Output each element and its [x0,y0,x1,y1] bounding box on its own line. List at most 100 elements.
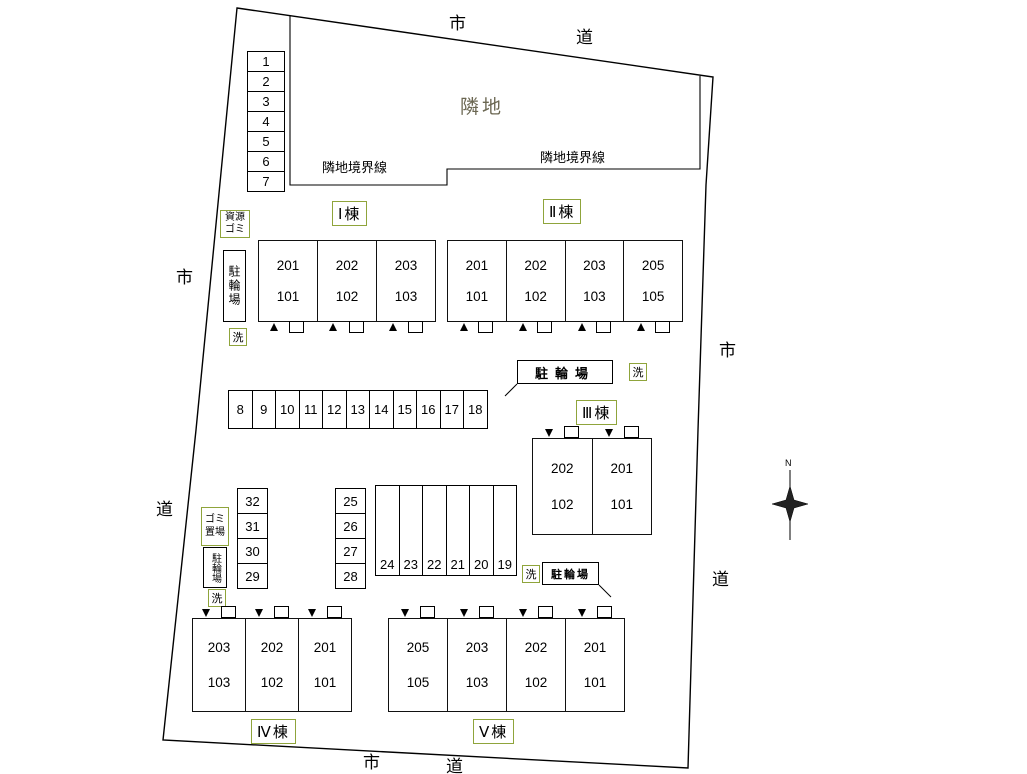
bicycle-parking-label: 駐輪場 [209,552,221,583]
unit-lower-number: 102 [524,675,548,691]
entrance-porch [221,606,236,618]
parking-space-5: 5 [247,131,285,152]
unit-upper-number: 205 [406,639,430,655]
building-IV-label: Ⅳ棟 [251,719,296,744]
parking-space-22: 22 [422,485,447,576]
entrance-porch [655,321,670,333]
road-label-right-shi: 市 [719,341,737,360]
entrance-arrow-icon [460,323,468,331]
building-II-unit-2: 202 102 [505,241,565,321]
unit-lower-number: 101 [465,289,489,305]
parking-space-23: 23 [398,485,423,576]
entrance-porch [479,606,494,618]
unit-lower-number: 102 [260,675,284,691]
parking-space-19: 19 [492,485,517,576]
parking-space-3: 3 [247,91,285,112]
entrance-porch [349,321,364,333]
unit-upper-number: 203 [207,639,231,655]
bicycle-parking-left: 駐輪場 [203,547,227,588]
parking-space-26: 26 [335,513,366,539]
parking-space-4: 4 [247,111,285,132]
building-III-label: Ⅲ棟 [576,400,618,425]
entrance-arrow-icon [519,609,527,617]
entrance-arrow-icon [329,323,337,331]
road-label-top-shi: 市 [449,14,467,33]
parking-space-28: 28 [335,563,366,589]
adjacent-land-label: 隣地 [460,97,505,118]
entrance-porch [597,606,612,618]
entrance-arrow-icon [637,323,645,331]
unit-lower-number: 105 [406,675,430,691]
parking-space-14: 14 [369,390,394,429]
parking-space-2: 2 [247,71,285,92]
building-V-unit-2: 203 103 [447,619,506,711]
entrance-porch [420,606,435,618]
building-II: 201 101 202 102 203 103 205 105 [447,240,683,322]
building-II-unit-3: 203 103 [564,241,624,321]
entrance-arrow-icon [389,323,397,331]
parking-space-11: 11 [298,390,323,429]
unit-upper-number: 201 [276,257,300,273]
road-label-top-do: 道 [576,28,594,47]
unit-lower-number: 105 [641,289,665,305]
unit-upper-number: 202 [524,639,548,655]
building-V: 205 105 203 103 202 102 201 101 [388,618,625,712]
parking-space-18: 18 [463,390,488,429]
building-III-unit-2: 201 101 [591,439,652,534]
unit-lower-number: 101 [583,675,607,691]
building-II-unit-4: 205 105 [623,241,682,321]
parking-space-16: 16 [416,390,441,429]
entrance-arrow-icon [578,323,586,331]
parking-space-12: 12 [322,390,347,429]
unit-upper-number: 203 [583,257,606,273]
unit-upper-number: 202 [524,257,547,273]
compass-star-icon [771,485,809,523]
entrance-arrow-icon [578,609,586,617]
unit-upper-number: 202 [550,460,574,476]
parking-space-30: 30 [237,538,268,564]
building-IV: 203 103 202 102 201 101 [192,618,352,712]
road-label-left-shi: 市 [176,268,194,287]
recycle-trash-line1: 資源 [225,211,245,223]
entrance-arrow-icon [519,323,527,331]
compass: N [771,458,809,540]
entrance-porch [624,426,639,438]
unit-upper-number: 202 [260,639,284,655]
parking-space-17: 17 [439,390,464,429]
parking-space-24: 24 [375,485,400,576]
building-I: 201 101 202 102 203 103 [258,240,436,322]
entrance-arrow-icon [545,429,553,437]
washer-bottom: 洗 [522,565,540,583]
bike-area-tick-line-bottom [598,584,612,598]
unit-lower-number: 103 [465,675,489,691]
adjacent-boundary-label-left: 隣地境界線 [322,160,388,175]
parking-space-6: 6 [247,151,285,172]
building-V-unit-3: 202 102 [506,619,565,711]
entrance-porch [274,606,289,618]
entrance-porch [564,426,579,438]
unit-lower-number: 102 [524,289,547,305]
building-I-label: Ⅰ棟 [332,201,368,226]
parking-space-32: 32 [237,488,268,514]
road-label-right-do: 道 [712,570,730,589]
recycle-trash-label: 資源 ゴミ [220,210,250,238]
unit-lower-number: 103 [583,289,606,305]
road-label-left-do: 道 [156,500,174,519]
parking-space-10: 10 [275,390,300,429]
entrance-arrow-icon [605,429,613,437]
trash-area-label: ゴミ 置場 [201,507,229,546]
unit-upper-number: 203 [394,257,418,273]
entrance-porch [327,606,342,618]
entrance-arrow-icon [270,323,278,331]
compass-north-label: N [785,458,792,468]
unit-upper-number: 201 [610,460,634,476]
entrance-porch [408,321,423,333]
road-label-bottom-do: 道 [446,757,464,774]
trash-area-line1: ゴミ [205,514,225,525]
building-II-unit-1: 201 101 [448,241,506,321]
parking-space-7: 7 [247,171,285,192]
unit-lower-number: 103 [207,675,231,691]
unit-lower-number: 102 [550,497,574,513]
entrance-arrow-icon [308,609,316,617]
